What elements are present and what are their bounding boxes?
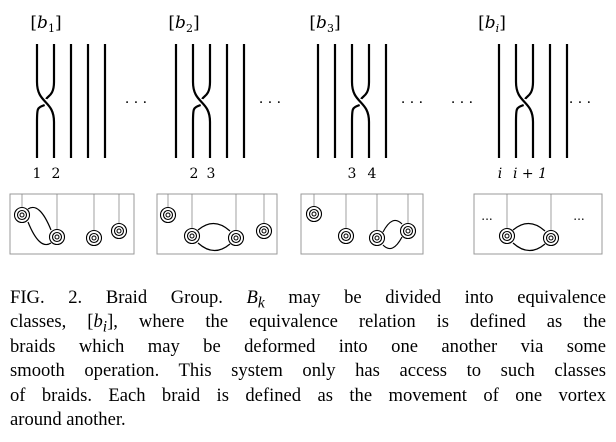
panel-label: [bi] [478,13,506,35]
caption-line-3: braids which may be deformed into one an… [10,335,606,357]
caption-line-5: of braids. Each braid is defined as the … [10,384,606,406]
panel-label: [b3] [309,13,340,35]
strand-label-1: 3 [348,166,357,182]
strand-label-2: 3 [207,166,216,182]
vortex-icon [48,228,66,246]
braid-strand-under [201,44,212,100]
vortex-box [473,193,603,255]
braid-strand-under [45,44,56,100]
vortex-icon [305,205,323,223]
vortex-icon [13,206,31,224]
exchange-arrow-upper [382,219,403,233]
strand-label-2: i + 1 [513,166,547,182]
vortex-icon [183,227,201,245]
ellipsis-right: · · · [259,95,281,111]
panel-label: [b2] [168,13,199,35]
braid-strand-over [350,44,371,158]
exchange-arrow-upper [27,206,52,231]
vortex-icon [399,222,417,240]
braid-strand-under [35,103,46,158]
braid-strand-under [350,103,361,158]
vortex-icon [110,222,128,240]
ellipsis-right: · · · [125,95,147,111]
exchange-arrow-upper [512,222,546,232]
caption-line-4: smooth operation. This system only has a… [10,360,606,382]
exchange-arrow-lower [382,236,403,250]
exchange-arrow-lower [197,242,231,252]
braid-panel-4: [bi] · · · · · · i i + 1...... [451,13,603,255]
braid-strand-over [514,44,535,158]
vortex-icon [337,227,355,245]
box-ellipsis: ... [481,209,492,223]
figure-caption: FIG. 2. Braid Group. Bk may be divided i… [10,286,606,432]
vortex-icon [227,229,245,247]
strand-label-1: 1 [33,166,42,182]
ellipsis-right: · · · [569,95,591,111]
braid-strand-under [514,103,525,158]
vortex-icon [159,206,177,224]
braid-strand-over [35,44,56,158]
vortex-box [9,193,135,255]
caption-line-2: classes, [bi], where the equivalence rel… [10,311,606,337]
vortex-icon [368,229,386,247]
ellipsis-left: · · · [451,95,473,111]
braid-strand-under [360,44,371,100]
ellipsis-right: · · · [401,95,423,111]
panel-label: [b1] [30,13,61,35]
braid-strand-under [191,103,202,158]
vortex-icon [542,229,560,247]
exchange-arrow-lower [512,242,546,252]
vortex-icon [255,222,273,240]
box-ellipsis: ... [573,209,584,223]
strand-label-2: 2 [52,166,61,182]
braid-strand-under [524,44,535,100]
vortex-box [300,193,424,255]
braid-strand-over [191,44,212,158]
caption-line-1: FIG. 2. Braid Group. Bk may be divided i… [10,287,606,312]
strand-label-2: 4 [368,166,377,182]
exchange-arrow-lower [27,221,52,246]
vortex-icon [85,229,103,247]
strand-label-1: i [498,166,502,182]
vortex-box [156,193,278,255]
exchange-arrow-upper [197,222,231,232]
strand-label-1: 2 [190,166,199,182]
vortex-icon [498,227,516,245]
caption-line-6: around another. [10,408,126,430]
